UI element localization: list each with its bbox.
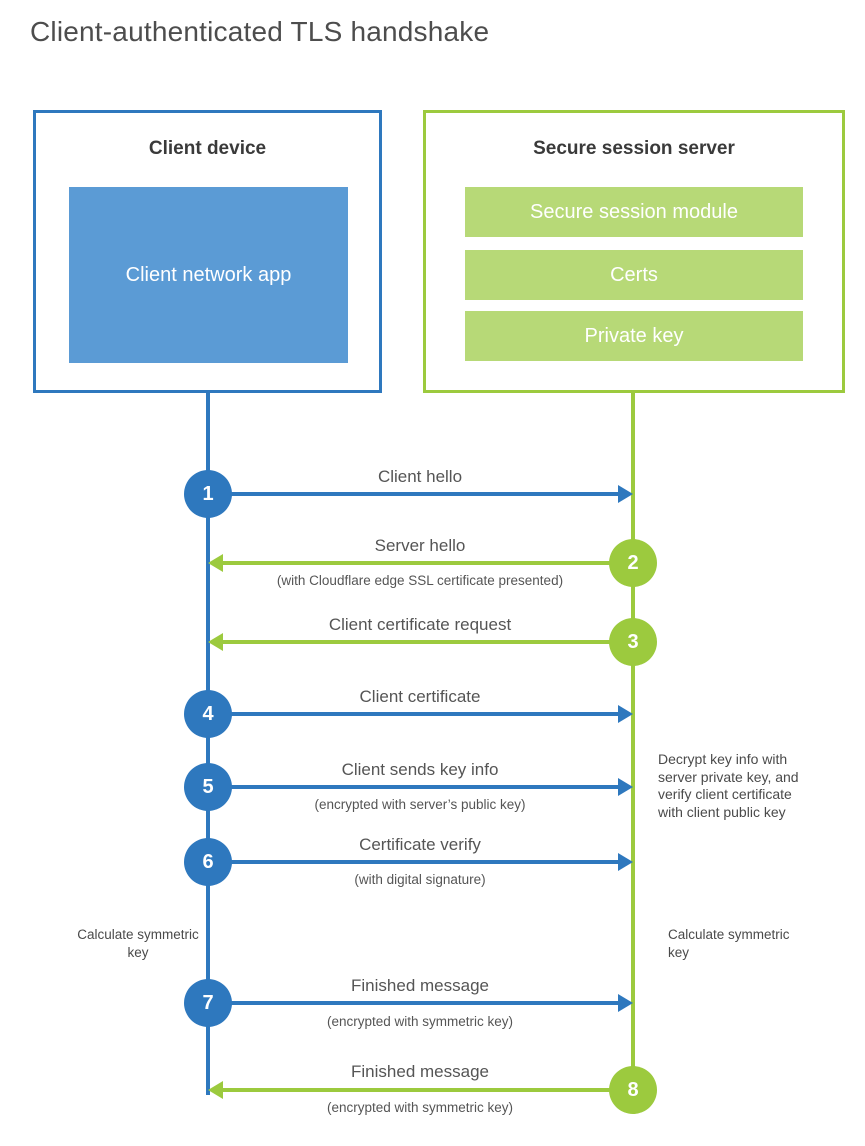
- step-6-sublabel: (with digital signature): [354, 872, 486, 887]
- step-5-badge: 5: [184, 763, 232, 811]
- arrow-step-6: [208, 860, 620, 864]
- server-lifeline: [631, 393, 635, 1090]
- step-4-label: Client certificate: [359, 687, 481, 706]
- arrow-step-7: [208, 1001, 620, 1005]
- page-title: Client-authenticated TLS handshake: [30, 16, 490, 47]
- step-8-label: Finished message: [351, 1062, 489, 1081]
- client-network-app-block: Client network app: [69, 187, 348, 363]
- step-6-label: Certificate verify: [359, 835, 481, 854]
- client-network-app-label: Client network app: [125, 264, 292, 286]
- arrowhead-step-7-icon: [618, 994, 633, 1012]
- arrowhead-step-5-icon: [618, 778, 633, 796]
- secure-session-server-heading: Secure session server: [533, 138, 735, 159]
- server-calculate-note: Calculate symmetric key: [668, 927, 790, 960]
- arrow-step-5: [208, 785, 620, 789]
- step-3-badge: 3: [609, 618, 657, 666]
- client-calculate-note: Calculate symmetric key: [77, 927, 199, 960]
- step-6-badge: 6: [184, 838, 232, 886]
- server-module-certs: Certs: [465, 250, 803, 300]
- step-2-sublabel: (with Cloudflare edge SSL certificate pr…: [276, 573, 564, 588]
- step-5-label: Client sends key info: [341, 760, 499, 779]
- step-2-badge: 2: [609, 539, 657, 587]
- arrowhead-step-3-icon: [208, 633, 223, 651]
- arrowhead-step-2-icon: [208, 554, 223, 572]
- arrow-step-2: [221, 561, 633, 565]
- arrow-step-1: [208, 492, 620, 496]
- step-8-sublabel: (encrypted with symmetric key): [326, 1100, 514, 1115]
- step-7-label: Finished message: [351, 976, 489, 995]
- step-2-label: Server hello: [374, 536, 466, 555]
- server-decrypt-note: Decrypt key info with server private key…: [658, 751, 799, 820]
- step-1-badge: 1: [184, 470, 232, 518]
- server-module-private-key: Private key: [465, 311, 803, 361]
- server-module-secure-session: Secure session module: [465, 187, 803, 237]
- step-7-sublabel: (encrypted with symmetric key): [326, 1014, 514, 1029]
- step-8-badge: 8: [609, 1066, 657, 1114]
- arrowhead-step-1-icon: [618, 485, 633, 503]
- step-1-label: Client hello: [377, 467, 463, 486]
- arrow-step-3: [221, 640, 633, 644]
- step-3-label: Client certificate request: [328, 615, 512, 634]
- arrowhead-step-4-icon: [618, 705, 633, 723]
- arrowhead-step-6-icon: [618, 853, 633, 871]
- step-7-badge: 7: [184, 979, 232, 1027]
- arrowhead-step-8-icon: [208, 1081, 223, 1099]
- arrow-step-8: [221, 1088, 633, 1092]
- client-lifeline: [206, 393, 210, 1095]
- step-5-sublabel: (encrypted with server’s public key): [314, 797, 526, 812]
- client-device-heading: Client device: [148, 138, 267, 159]
- step-4-badge: 4: [184, 690, 232, 738]
- arrow-step-4: [208, 712, 620, 716]
